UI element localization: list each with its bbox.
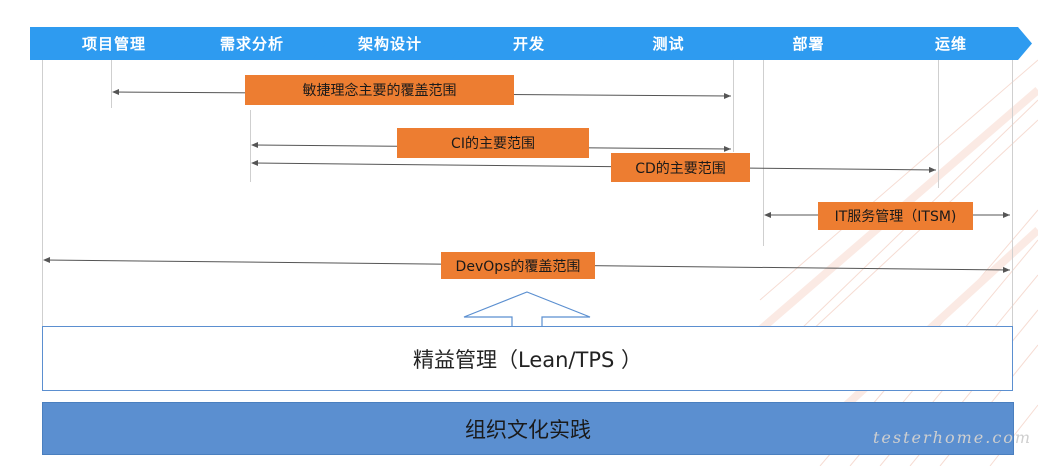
guide-line — [250, 110, 251, 182]
devops-range-text: DevOps的覆盖范围 — [455, 258, 581, 275]
stage-requirements-analysis: 需求分析 — [173, 27, 331, 60]
stage-label: 运维 — [934, 35, 967, 53]
stage-label: 部署 — [792, 35, 825, 53]
watermark-logo: testerhome.com — [873, 428, 1032, 447]
org-culture-label: 组织文化实践 — [465, 417, 591, 442]
itsm-range-label: IT服务管理（ITSM) — [818, 202, 973, 230]
stage-testing: 测试 — [590, 27, 747, 60]
devops-range-label: DevOps的覆盖范围 — [441, 252, 595, 279]
guide-line — [763, 60, 764, 246]
stage-operations: 运维 — [870, 27, 1032, 60]
cd-range-text: CD的主要范围 — [635, 160, 726, 177]
stage-label: 需求分析 — [219, 35, 284, 53]
agile-range-label: 敏捷理念主要的覆盖范围 — [245, 75, 514, 105]
stage-label: 测试 — [652, 35, 685, 53]
cd-arrow — [251, 160, 937, 173]
up-arrow-icon — [463, 291, 591, 328]
itsm-range-text: IT服务管理（ITSM) — [834, 209, 957, 225]
agile-range-text: 敏捷理念主要的覆盖范围 — [302, 83, 457, 99]
stage-deployment: 部署 — [730, 27, 887, 60]
stage-label: 项目管理 — [81, 35, 146, 53]
stage-development: 开发 — [451, 27, 607, 60]
guide-line — [42, 60, 43, 328]
stage-architecture-design: 架构设计 — [312, 27, 468, 60]
stage-project-management: 项目管理 — [30, 27, 198, 60]
stage-label: 架构设计 — [357, 35, 422, 53]
guide-line — [938, 60, 939, 188]
guide-line — [1012, 60, 1013, 328]
guide-line — [733, 60, 734, 152]
stage-label: 开发 — [512, 35, 545, 53]
cd-range-label: CD的主要范围 — [611, 153, 750, 182]
watermark-text: testerhome.com — [873, 428, 1033, 447]
lean-management-label: 精益管理（Lean/TPS ） — [413, 347, 642, 372]
ci-range-text: CI的主要范围 — [451, 136, 535, 152]
guide-line — [111, 60, 112, 108]
ci-range-label: CI的主要范围 — [397, 128, 589, 158]
org-culture-box: 组织文化实践 — [42, 402, 1014, 455]
lean-management-box: 精益管理（Lean/TPS ） — [42, 326, 1013, 391]
process-stages: 项目管理 需求分析 架构设计 开发 测试 部署 运维 — [30, 27, 1032, 60]
